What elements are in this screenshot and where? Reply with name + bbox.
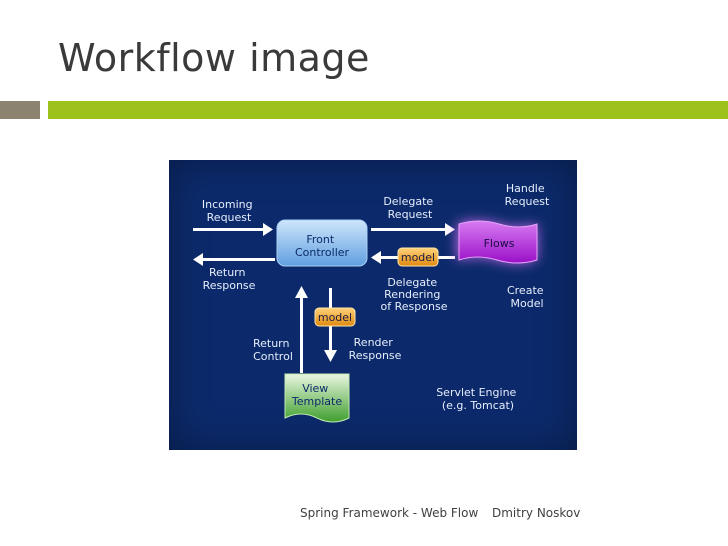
model-label-bottom: model (318, 311, 352, 324)
model-pill-bottom (314, 307, 356, 327)
title-accent-bar-green (48, 101, 728, 119)
incoming-request-label: Incoming Request (202, 198, 256, 224)
view-template-label: View Template (291, 382, 342, 408)
footer-presentation-title: Spring Framework - Web Flow (300, 506, 479, 520)
model-pill-top (397, 247, 439, 267)
slide-title: Workflow image (58, 36, 370, 80)
delegate-rendering-label: Delegate Rendering of Response (381, 276, 448, 313)
incoming-arrow-head (263, 223, 273, 236)
render-response-label: Render Response (349, 336, 402, 362)
servlet-engine-label: Servlet Engine (e.g. Tomcat) (436, 386, 520, 412)
front-controller-box (276, 219, 368, 267)
flows-label: Flows (484, 237, 515, 250)
incoming-arrow-shaft (193, 228, 263, 231)
return-arrow-head (193, 253, 203, 266)
return-control-arrow-head (295, 286, 308, 298)
front-controller-label: Front Controller (295, 233, 350, 259)
delegate-arrow-shaft (371, 228, 445, 231)
workflow-diagram: Front Controller Flows model model View … (169, 160, 577, 450)
flows-box (458, 220, 538, 264)
create-model-label: Create Model (507, 284, 547, 310)
return-control-label: Return Control (253, 337, 293, 363)
model-label-top: model (401, 251, 435, 264)
footer-author: Dmitry Noskov (492, 506, 581, 520)
view-template-box (284, 373, 350, 423)
handle-request-label: Handle Request (505, 182, 550, 208)
workflow-diagram-svg: Front Controller Flows model model View … (193, 182, 550, 423)
title-accent-bar-gray (0, 101, 40, 119)
delegate-arrow-head (445, 223, 455, 236)
render-arrow-head (324, 350, 337, 362)
return-response-label: Return Response (203, 266, 256, 292)
model-return-arrow-head (371, 251, 381, 264)
return-arrow-shaft (203, 258, 275, 261)
delegate-request-label: Delegate Request (383, 195, 436, 221)
return-control-arrow-shaft (300, 298, 303, 373)
